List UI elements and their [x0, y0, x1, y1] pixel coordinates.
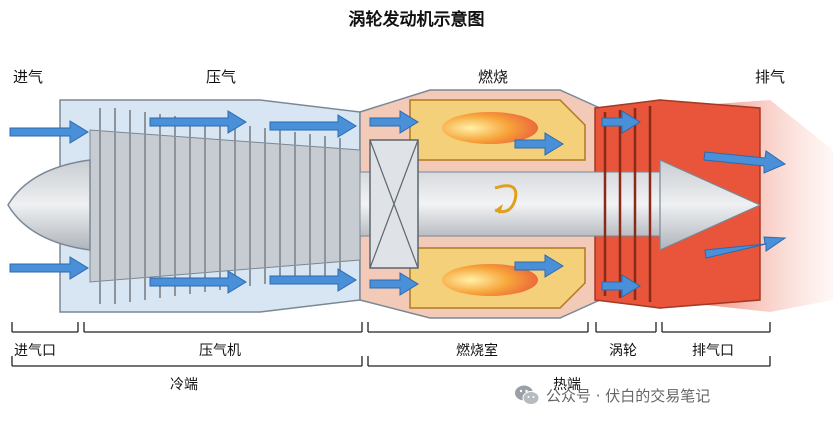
label-inlet: 进气口: [14, 343, 56, 359]
bracket-inlet: [11, 322, 79, 333]
bracket-combustor: [367, 322, 589, 333]
flame-upper: [442, 112, 538, 144]
wechat-icon: [515, 385, 540, 405]
label-nozzle: 排气口: [692, 343, 734, 359]
bracket-hot: [367, 356, 771, 367]
label-turbine: 涡轮: [609, 343, 637, 359]
bracket-nozzle: [661, 322, 771, 333]
diagram-title: 涡轮发动机示意图: [348, 10, 485, 30]
bracket-compressor: [83, 322, 363, 333]
label-combustor: 燃烧室: [456, 343, 498, 359]
airflow-arrow: [149, 110, 247, 134]
airflow-arrow: [269, 268, 357, 292]
rotation-arrow: [494, 184, 518, 214]
airflow-arrow: [149, 270, 247, 294]
airflow-arrow: [369, 272, 419, 296]
label-compressor: 压气机: [199, 343, 241, 359]
airflow-arrow: [601, 274, 641, 298]
airflow-arrow: [9, 120, 89, 144]
airflow-arrow: [514, 254, 564, 278]
airflow-arrow: [703, 150, 787, 174]
flame-lower: [442, 264, 538, 296]
airflow-arrow: [704, 236, 787, 259]
component-brackets: [11, 322, 771, 333]
bracket-turbine: [595, 322, 657, 333]
watermark-text: 公众号 · 伏白的交易笔记: [546, 386, 711, 405]
stage-label-intake: 进气: [13, 68, 44, 86]
exhaust-cone: [659, 159, 762, 251]
stage-label-compress: 压气: [206, 68, 237, 86]
airflow-arrow: [601, 110, 641, 134]
stage-label-combust: 燃烧: [478, 68, 509, 86]
airflow-arrow: [369, 110, 419, 134]
section-brackets: [11, 356, 771, 367]
airflow-arrows: [9, 110, 787, 298]
bracket-cold: [11, 356, 363, 367]
compressor-blades: [99, 108, 341, 304]
airflow-arrow: [269, 114, 357, 138]
inlet-spinner: [7, 159, 91, 251]
stage-label-exhaust: 排气: [755, 68, 786, 86]
label-cold-section: 冷端: [170, 377, 198, 393]
airflow-arrow: [514, 132, 564, 156]
airflow-arrow: [9, 256, 89, 280]
label-hot-section: 热端: [553, 377, 581, 393]
watermark: 公众号 · 伏白的交易笔记: [514, 384, 710, 406]
turbine-blades: [603, 106, 652, 302]
